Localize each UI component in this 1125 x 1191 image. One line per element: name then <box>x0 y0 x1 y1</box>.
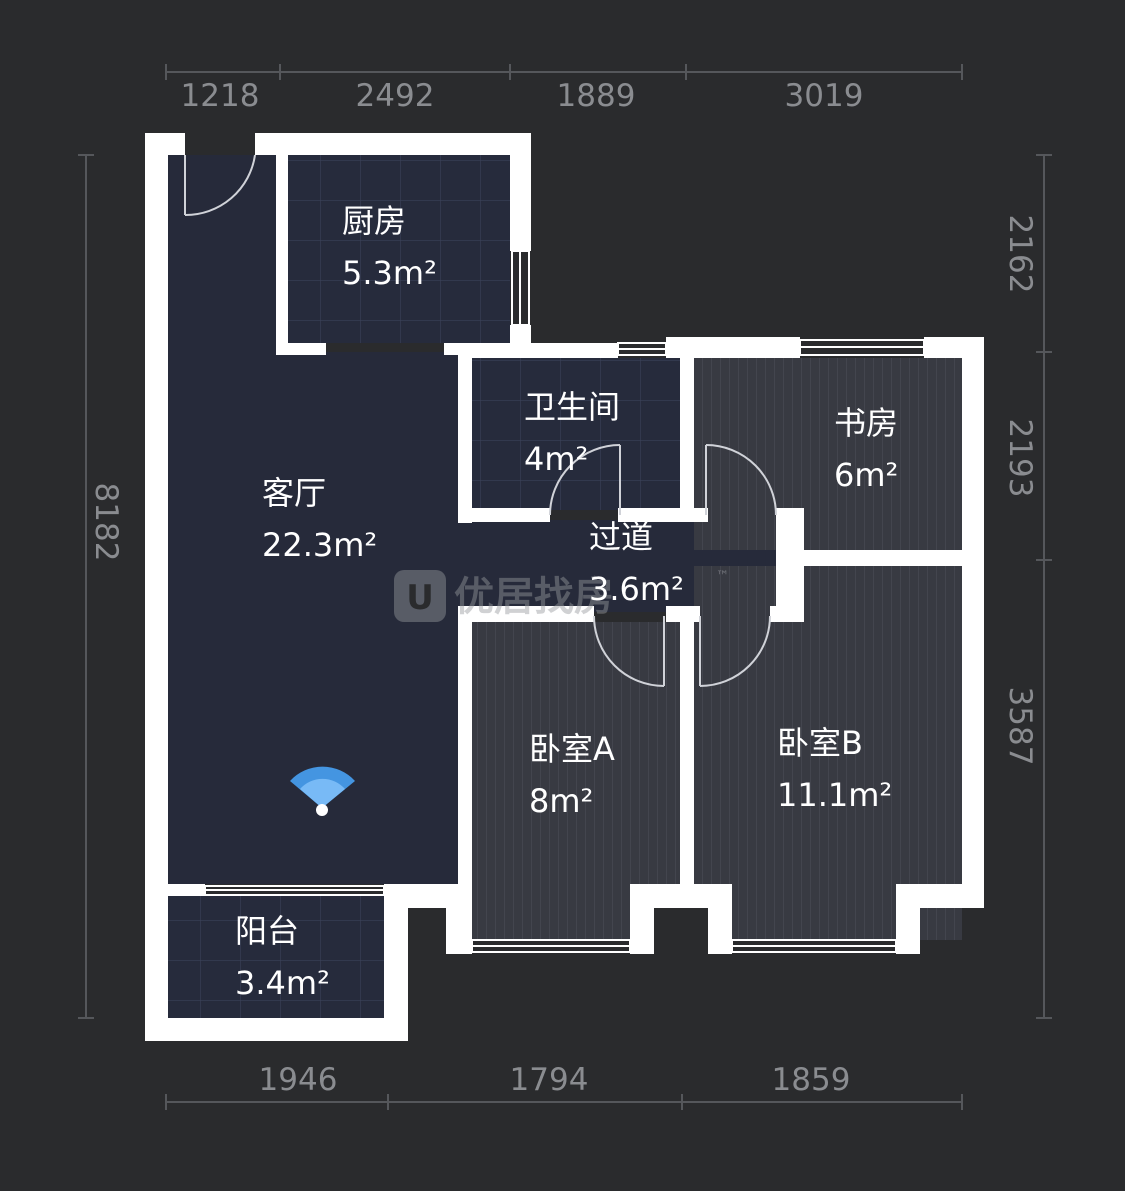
bedroom-a-area: 8m² <box>529 782 593 820</box>
corridor-area: 3.6m² <box>589 570 684 608</box>
wall-left <box>145 133 168 1041</box>
wall-kitchen-right-top <box>510 133 531 251</box>
living-name: 客厅 <box>262 474 326 512</box>
wall-balcony-top-left <box>145 884 205 896</box>
study-name: 书房 <box>834 404 898 442</box>
bathroom-name: 卫生间 <box>524 388 620 426</box>
top-dim-1: 1218 <box>181 78 260 114</box>
balcony-area: 3.4m² <box>235 964 330 1002</box>
living-area: 22.3m² <box>262 526 377 564</box>
left-dim: 8182 <box>88 483 124 562</box>
floors <box>168 155 962 1018</box>
corridor-name: 过道 <box>589 518 653 556</box>
wall-bathroom-top <box>458 343 618 358</box>
left-dimension: 8182 <box>78 154 124 1019</box>
top-dim-3: 1889 <box>557 78 636 114</box>
balcony-name: 阳台 <box>235 912 299 950</box>
wall-kitchen-top <box>255 133 531 155</box>
wall-bedroom-a-left <box>458 606 472 954</box>
pillar-notch <box>654 908 708 954</box>
wall-bedroom-b-corner <box>896 884 920 954</box>
wall-corridor-bottom-right <box>770 606 804 622</box>
wall-kitchen-bottom-left <box>276 343 326 355</box>
wall-bathroom-bottom-left <box>458 508 550 522</box>
wall-bathroom-bottom-right <box>618 508 708 522</box>
right-dimension: 2162 2193 3587 <box>1002 154 1052 1019</box>
wall-bedroom-a-bottom-left <box>446 884 472 954</box>
bedroom-b-area: 11.1m² <box>777 776 892 814</box>
wall-corridor-bottom-mid <box>666 606 700 622</box>
study-floor <box>694 358 962 550</box>
door-swing-icon <box>184 154 256 217</box>
watermark-text: 优居找房 <box>454 574 614 620</box>
watermark: U 优居找房 ™ <box>394 569 729 622</box>
watermark-badge <box>394 570 446 622</box>
wall-middle-bottom <box>680 612 694 908</box>
kitchen-name: 厨房 <box>342 202 406 240</box>
watermark-badge-letter: U <box>406 578 434 618</box>
room-labels: 厨房 5.3m² 卫生间 4m² 书房 6m² 客厅 22.3m² 过道 3.6… <box>235 202 898 1002</box>
top-dim-2: 2492 <box>356 78 435 114</box>
wall-top-left <box>145 133 185 155</box>
living-floor <box>168 155 460 884</box>
wall-study-bottom <box>790 550 962 566</box>
right-dim-2: 2193 <box>1002 419 1038 498</box>
top-dim-4: 3019 <box>785 78 864 114</box>
right-dim-3: 3587 <box>1002 687 1038 766</box>
bottom-dim-2: 1794 <box>510 1062 589 1098</box>
wall-balcony-bottom <box>145 1018 408 1041</box>
bedroom-a-name: 卧室A <box>529 730 615 768</box>
wall-study-top-left <box>666 337 800 358</box>
wall-right <box>962 337 984 908</box>
door-swing-icon <box>699 615 771 687</box>
door-swing-icon <box>549 444 621 516</box>
kitchen-floor <box>288 155 510 343</box>
kitchen-area: 5.3m² <box>342 254 437 292</box>
wall-balcony-right <box>384 884 408 1041</box>
bedroom-b-floor <box>694 566 962 940</box>
bedroom-b-name: 卧室B <box>777 724 863 762</box>
wall-bathroom-left <box>458 343 472 523</box>
door-swing-icon <box>705 444 777 516</box>
right-dim-1: 2162 <box>1002 215 1038 294</box>
watermark-tm: ™ <box>716 569 729 584</box>
camera-view-icon <box>290 766 355 816</box>
bottom-dim-3: 1859 <box>772 1062 851 1098</box>
wall-corridor-bottom-left <box>458 606 594 622</box>
doors <box>184 154 777 687</box>
windows <box>204 250 925 953</box>
wall-kitchen-left <box>276 133 288 353</box>
bathroom-area: 4m² <box>524 440 588 478</box>
balcony-floor <box>168 896 384 1018</box>
wall-middle-top <box>680 343 694 508</box>
bottom-dimension: 1946 1794 1859 <box>165 1062 963 1110</box>
bathroom-floor <box>472 358 680 510</box>
top-dimension: 1218 2492 1889 3019 <box>165 64 963 114</box>
study-area: 6m² <box>834 456 898 494</box>
bottom-dim-1: 1946 <box>259 1062 338 1098</box>
door-swing-icon <box>593 615 665 687</box>
